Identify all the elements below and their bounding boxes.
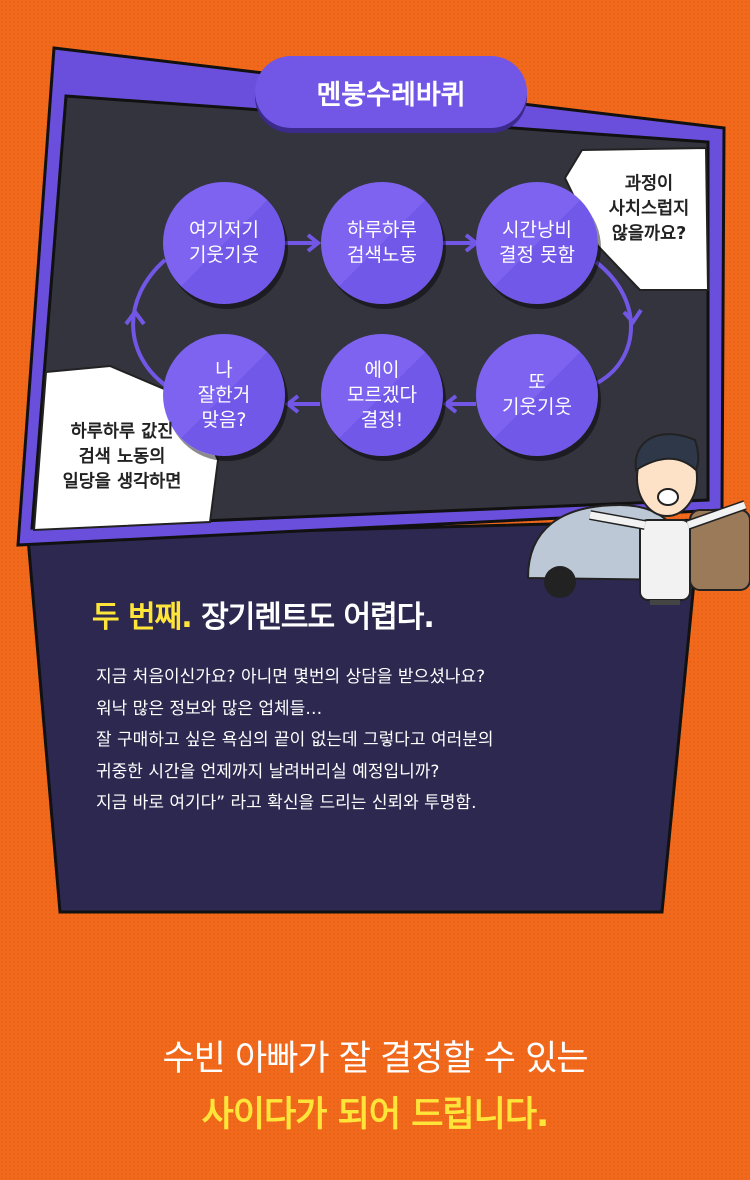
body-line: 지금 처음이신가요? 아니면 몇번의 상담을 받으셨나요? (96, 667, 486, 687)
cycle-step: 나 잘한거 맞음? (163, 334, 285, 456)
cta-line-1: 수빈 아빠가 잘 결정할 수 있는 (162, 1039, 588, 1079)
heading-highlight: 두 번째. (92, 600, 193, 635)
cta-line-2: 사이다가 되어 드립니다. (201, 1095, 550, 1135)
body-line: 귀중한 시간을 언제까지 날려버리실 예정입니까? (96, 761, 440, 782)
text-panel (26, 518, 702, 914)
speech-bubble-left-text: 하루하루 값진 검색 노동의 일당을 생각하면 (62, 422, 182, 492)
speech-bubble-right-text: 과정이 사치스럽지 않을까요? (608, 174, 690, 244)
title-pill: 멘붕수레바퀴 (255, 56, 527, 128)
heading-rest: 장기렌트도 어렵다. (191, 600, 435, 635)
cycle-step: 또 기웃기웃 (476, 334, 598, 456)
body-line: 지금 바로 여기다” 라고 확신을 드리는 신뢰와 투명함. (96, 793, 477, 813)
cycle-step: 에이 모르겠다 결정! (321, 334, 443, 456)
cycle-arrows (124, 233, 643, 414)
body-line: 워낙 많은 정보와 많은 업체들… (96, 698, 323, 719)
section-heading: 두 번째. 장기렌트도 어렵다. (92, 592, 435, 636)
speech-bubble-right (563, 146, 710, 291)
section-body: 지금 처음이신가요? 아니면 몇번의 상담을 받으셨나요? 워낙 많은 정보와 … (96, 662, 616, 820)
character-illustration (526, 433, 750, 605)
cycle-step: 여기저기 기웃기웃 (163, 182, 285, 304)
body-line: 잘 구매하고 싶은 욕심의 끝이 없는데 그렇다고 여러분의 (96, 730, 494, 750)
cycle-step: 시간낭비 결정 못함 (476, 182, 598, 304)
cycle-step: 하루하루 검색노동 (321, 182, 443, 304)
